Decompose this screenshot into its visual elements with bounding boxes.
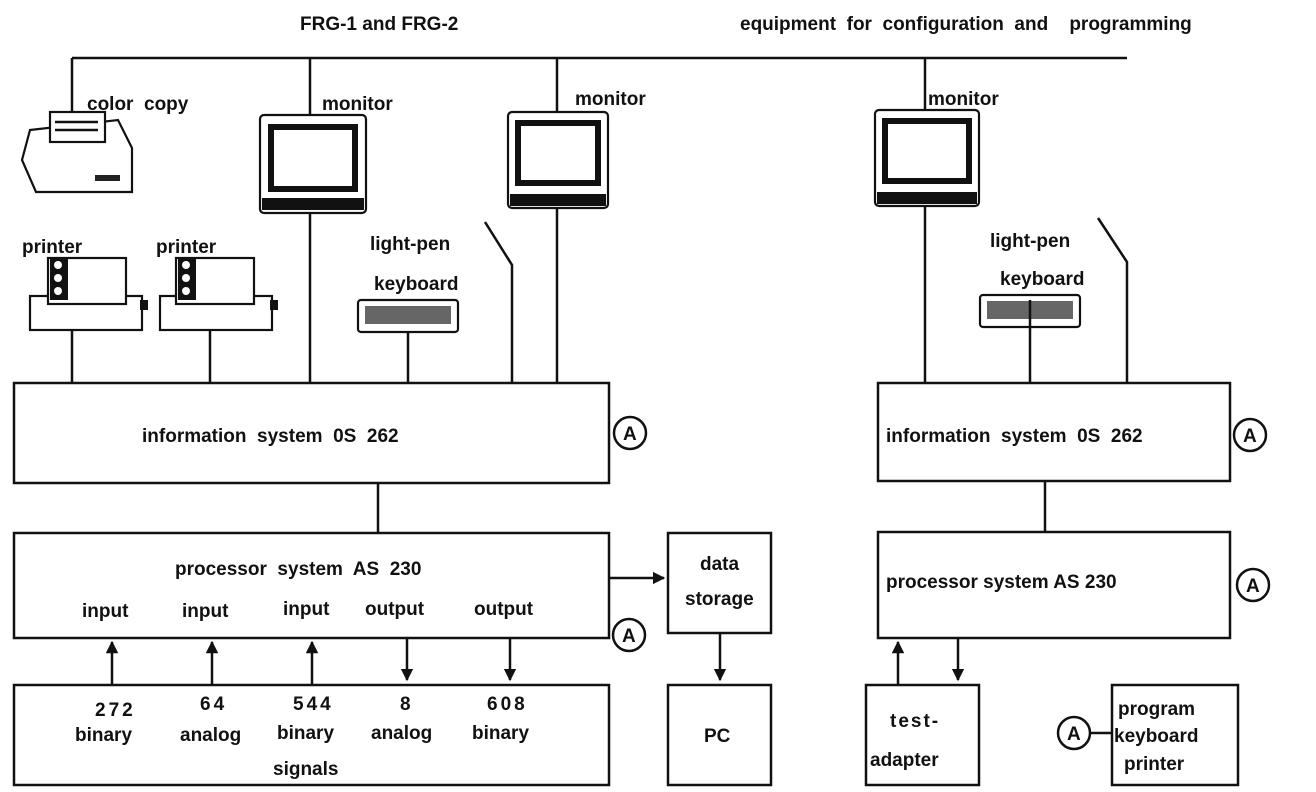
signal-type-4: analog [371,723,432,744]
label-monitor-right: monitor [928,89,999,110]
wire-light-pen-left [485,222,512,383]
printer-2-icon [160,258,278,330]
monitor-right-icon [875,110,979,206]
keyboard-left-icon [358,300,458,332]
signal-type-1: binary [75,725,132,746]
label-io-3: input [283,599,330,620]
label-keyboard-left: keyboard [374,274,458,295]
label-io-5: output [474,599,534,620]
signal-count-1: 272 [95,700,136,721]
label-test-adapter-1: test- [890,711,940,732]
svg-text:A: A [623,424,637,445]
processor-left-box [14,533,609,638]
label-data-storage-1: data [700,554,740,575]
marker-a-processor-right: A [1237,569,1269,601]
monitor-1-icon [260,115,366,213]
label-program: program [1118,699,1195,720]
title-frg: FRG-1 and FRG-2 [300,14,458,35]
svg-text:A: A [1243,426,1257,447]
label-data-storage-2: storage [685,589,754,610]
label-io-1: input [82,601,129,622]
label-program-printer: printer [1124,754,1185,775]
monitor-2-icon [508,112,608,208]
label-info-system-left: information system 0S 262 [142,426,399,447]
label-program-keyboard: keyboard [1114,726,1198,747]
label-io-4: output [365,599,425,620]
label-processor-right: processor system AS 230 [886,572,1117,593]
signal-type-2: analog [180,725,241,746]
title-equipment: equipment for configuration and programm… [740,14,1192,35]
label-test-adapter-2: adapter [870,750,939,771]
signal-count-4: 8 [400,694,411,715]
signal-type-5: binary [472,723,529,744]
label-pc: PC [704,726,731,747]
svg-text:A: A [1246,576,1260,597]
signal-count-5: 608 [487,694,528,715]
label-light-pen-left: light-pen [370,234,450,255]
marker-a-info-right: A [1234,419,1266,451]
label-keyboard-right: keyboard [1000,269,1084,290]
printer-1-icon [30,258,148,330]
marker-a-processor-left: A [613,619,645,651]
label-signals: signals [273,759,338,780]
signal-type-3: binary [277,723,334,744]
svg-text:A: A [1067,724,1081,745]
label-monitor-1: monitor [322,94,393,115]
svg-text:A: A [622,626,636,647]
data-storage-box [668,533,771,633]
label-info-system-right: information system 0S 262 [886,426,1143,447]
label-printer-2: printer [156,237,217,258]
wire-light-pen-right [1098,218,1127,383]
marker-a-program: A [1058,717,1090,749]
label-color-copy: color copy [87,94,189,115]
label-light-pen-right: light-pen [990,231,1070,252]
label-printer-1: printer [22,237,83,258]
color-copy-device [22,58,132,192]
signal-count-3: 544 [293,694,334,715]
label-monitor-2: monitor [575,89,646,110]
label-processor-left: processor system AS 230 [175,559,421,580]
signal-count-2: 64 [200,694,227,715]
marker-a-info-left: A [614,417,646,449]
label-io-2: input [182,601,229,622]
